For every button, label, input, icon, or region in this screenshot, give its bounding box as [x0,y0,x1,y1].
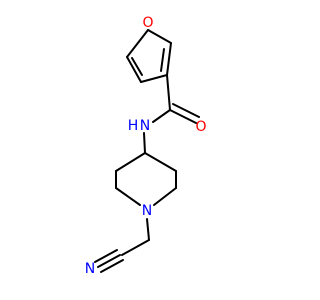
piperidine-nitrogen-label: N [142,203,152,219]
amide-bond [152,109,171,123]
nitrile-nitrogen-label: N [85,261,95,277]
carbonyl-link-bond [166,74,171,111]
molecule-structure: O O N H N N [85,15,207,277]
piperidine-bond [144,152,177,172]
amide-nitrogen-label: N [140,118,150,134]
carbonyl-double-bond [172,103,200,118]
nitrile-bond [97,254,121,268]
furan-bond [140,74,168,83]
amide-n-bond [143,132,146,154]
amide-hydrogen-label: H [128,118,139,134]
piperidine-bond [115,187,141,206]
ch2-c-bond [121,239,150,256]
bonds [94,29,200,273]
furan-double-bond [160,48,165,72]
amide-oxygen-label: O [195,119,206,135]
piperidine-bond [153,187,177,206]
furan-bond [126,56,142,83]
piperidine-bond [115,152,146,172]
atom-labels: O O N H N N [85,15,207,277]
nitrile-bond [94,249,118,263]
furan-bond [126,29,149,58]
nitrile-bond [100,259,124,273]
ch2-bond [146,218,150,241]
carbonyl-bond [169,109,197,124]
furan-double-bond [131,57,143,76]
furan-oxygen-label: O [142,15,153,31]
furan-bond [166,42,172,76]
furan-bond [147,29,172,44]
